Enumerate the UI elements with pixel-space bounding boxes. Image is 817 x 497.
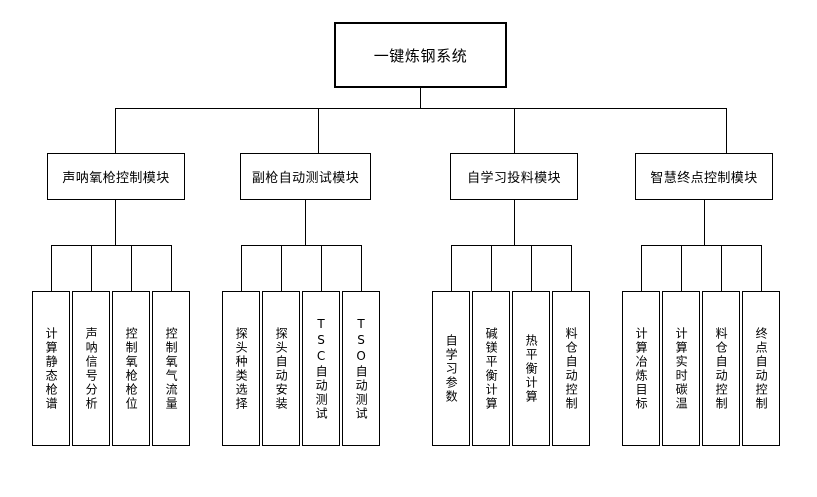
module-4-leaf-bus-connector (641, 245, 761, 246)
module-node-1[interactable]: 声呐氧枪控制模块 (47, 153, 185, 200)
leaf-node-4-1-label: 计算冶炼目标 (634, 326, 649, 411)
leaf-node-2-3[interactable]: TSC自动测试 (302, 291, 340, 446)
leaf-node-2-2[interactable]: 探头自动安装 (262, 291, 300, 446)
module-4-leaf-4-connector (761, 245, 762, 291)
leaf-node-3-4-label: 料仓自动控制 (564, 326, 579, 411)
module-1-leaf-4-connector (171, 245, 172, 291)
module-1-leaf-bus-connector (51, 245, 171, 246)
module-node-2[interactable]: 副枪自动测试模块 (240, 153, 371, 200)
root-stem-connector (420, 88, 421, 108)
module-2-leaf-1-connector (241, 245, 242, 291)
module-3-drop-connector (514, 108, 515, 153)
module-3-leaf-2-connector (491, 245, 492, 291)
leaf-node-3-4[interactable]: 料仓自动控制 (552, 291, 590, 446)
module-node-4[interactable]: 智慧终点控制模块 (635, 153, 773, 200)
leaf-node-2-4[interactable]: TSO自动测试 (342, 291, 380, 446)
leaf-node-4-1[interactable]: 计算冶炼目标 (622, 291, 660, 446)
leaf-node-3-3[interactable]: 热平衡计算 (512, 291, 550, 446)
module-4-leaf-3-connector (721, 245, 722, 291)
leaf-node-3-1-label: 自学习参数 (444, 333, 459, 404)
module-3-leaf-bus-connector (451, 245, 571, 246)
leaf-node-3-2-label: 碱镁平衡计算 (484, 326, 499, 411)
leaf-node-4-2-label: 计算实时碳温 (674, 326, 689, 411)
module-1-stem-connector (115, 200, 116, 245)
leaf-node-2-1[interactable]: 探头种类选择 (222, 291, 260, 446)
module-1-leaf-3-connector (131, 245, 132, 291)
leaf-node-2-2-label: 探头自动安装 (274, 326, 289, 411)
leaf-node-1-4-label: 控制氧气流量 (164, 326, 179, 411)
module-4-stem-connector (704, 200, 705, 245)
module-node-1-label: 声呐氧枪控制模块 (62, 171, 170, 186)
module-2-leaf-2-connector (281, 245, 282, 291)
module-2-stem-connector (305, 200, 306, 245)
leaf-node-2-3-label: TSC自动测试 (314, 316, 329, 421)
leaf-node-2-4-label: TSO自动测试 (354, 316, 369, 421)
leaf-node-1-1-label: 计算静态枪谱 (44, 326, 59, 411)
module-4-leaf-1-connector (641, 245, 642, 291)
leaf-node-1-2-label: 声呐信号分析 (84, 326, 99, 411)
leaf-node-3-2[interactable]: 碱镁平衡计算 (472, 291, 510, 446)
level1-bus-connector (115, 108, 726, 109)
module-4-leaf-2-connector (681, 245, 682, 291)
module-3-leaf-3-connector (531, 245, 532, 291)
module-3-leaf-4-connector (571, 245, 572, 291)
leaf-node-4-4[interactable]: 终点自动控制 (742, 291, 780, 446)
module-2-leaf-3-connector (321, 245, 322, 291)
leaf-node-4-3-label: 料仓自动控制 (714, 326, 729, 411)
root-node-label: 一键炼钢系统 (373, 46, 468, 65)
module-4-drop-connector (726, 108, 727, 153)
leaf-node-1-4[interactable]: 控制氧气流量 (152, 291, 190, 446)
module-1-leaf-2-connector (91, 245, 92, 291)
leaf-node-1-2[interactable]: 声呐信号分析 (72, 291, 110, 446)
leaf-node-1-1[interactable]: 计算静态枪谱 (32, 291, 70, 446)
module-node-3-label: 自学习投料模块 (467, 171, 561, 186)
leaf-node-2-1-label: 探头种类选择 (234, 326, 249, 411)
leaf-node-1-3[interactable]: 控制氧枪枪位 (112, 291, 150, 446)
module-2-leaf-4-connector (361, 245, 362, 291)
module-2-drop-connector (318, 108, 319, 153)
module-1-leaf-1-connector (51, 245, 52, 291)
module-node-2-label: 副枪自动测试模块 (251, 171, 360, 186)
leaf-node-4-3[interactable]: 料仓自动控制 (702, 291, 740, 446)
module-3-stem-connector (514, 200, 515, 245)
module-3-leaf-1-connector (451, 245, 452, 291)
root-node[interactable]: 一键炼钢系统 (334, 22, 507, 88)
leaf-node-3-1[interactable]: 自学习参数 (432, 291, 470, 446)
leaf-node-3-3-label: 热平衡计算 (524, 333, 539, 404)
leaf-node-4-2[interactable]: 计算实时碳温 (662, 291, 700, 446)
leaf-node-4-4-label: 终点自动控制 (754, 326, 769, 411)
module-node-3[interactable]: 自学习投料模块 (450, 153, 578, 200)
leaf-node-1-3-label: 控制氧枪枪位 (124, 326, 139, 411)
module-2-leaf-bus-connector (241, 245, 361, 246)
module-node-4-label: 智慧终点控制模块 (650, 171, 758, 186)
module-1-drop-connector (115, 108, 116, 153)
